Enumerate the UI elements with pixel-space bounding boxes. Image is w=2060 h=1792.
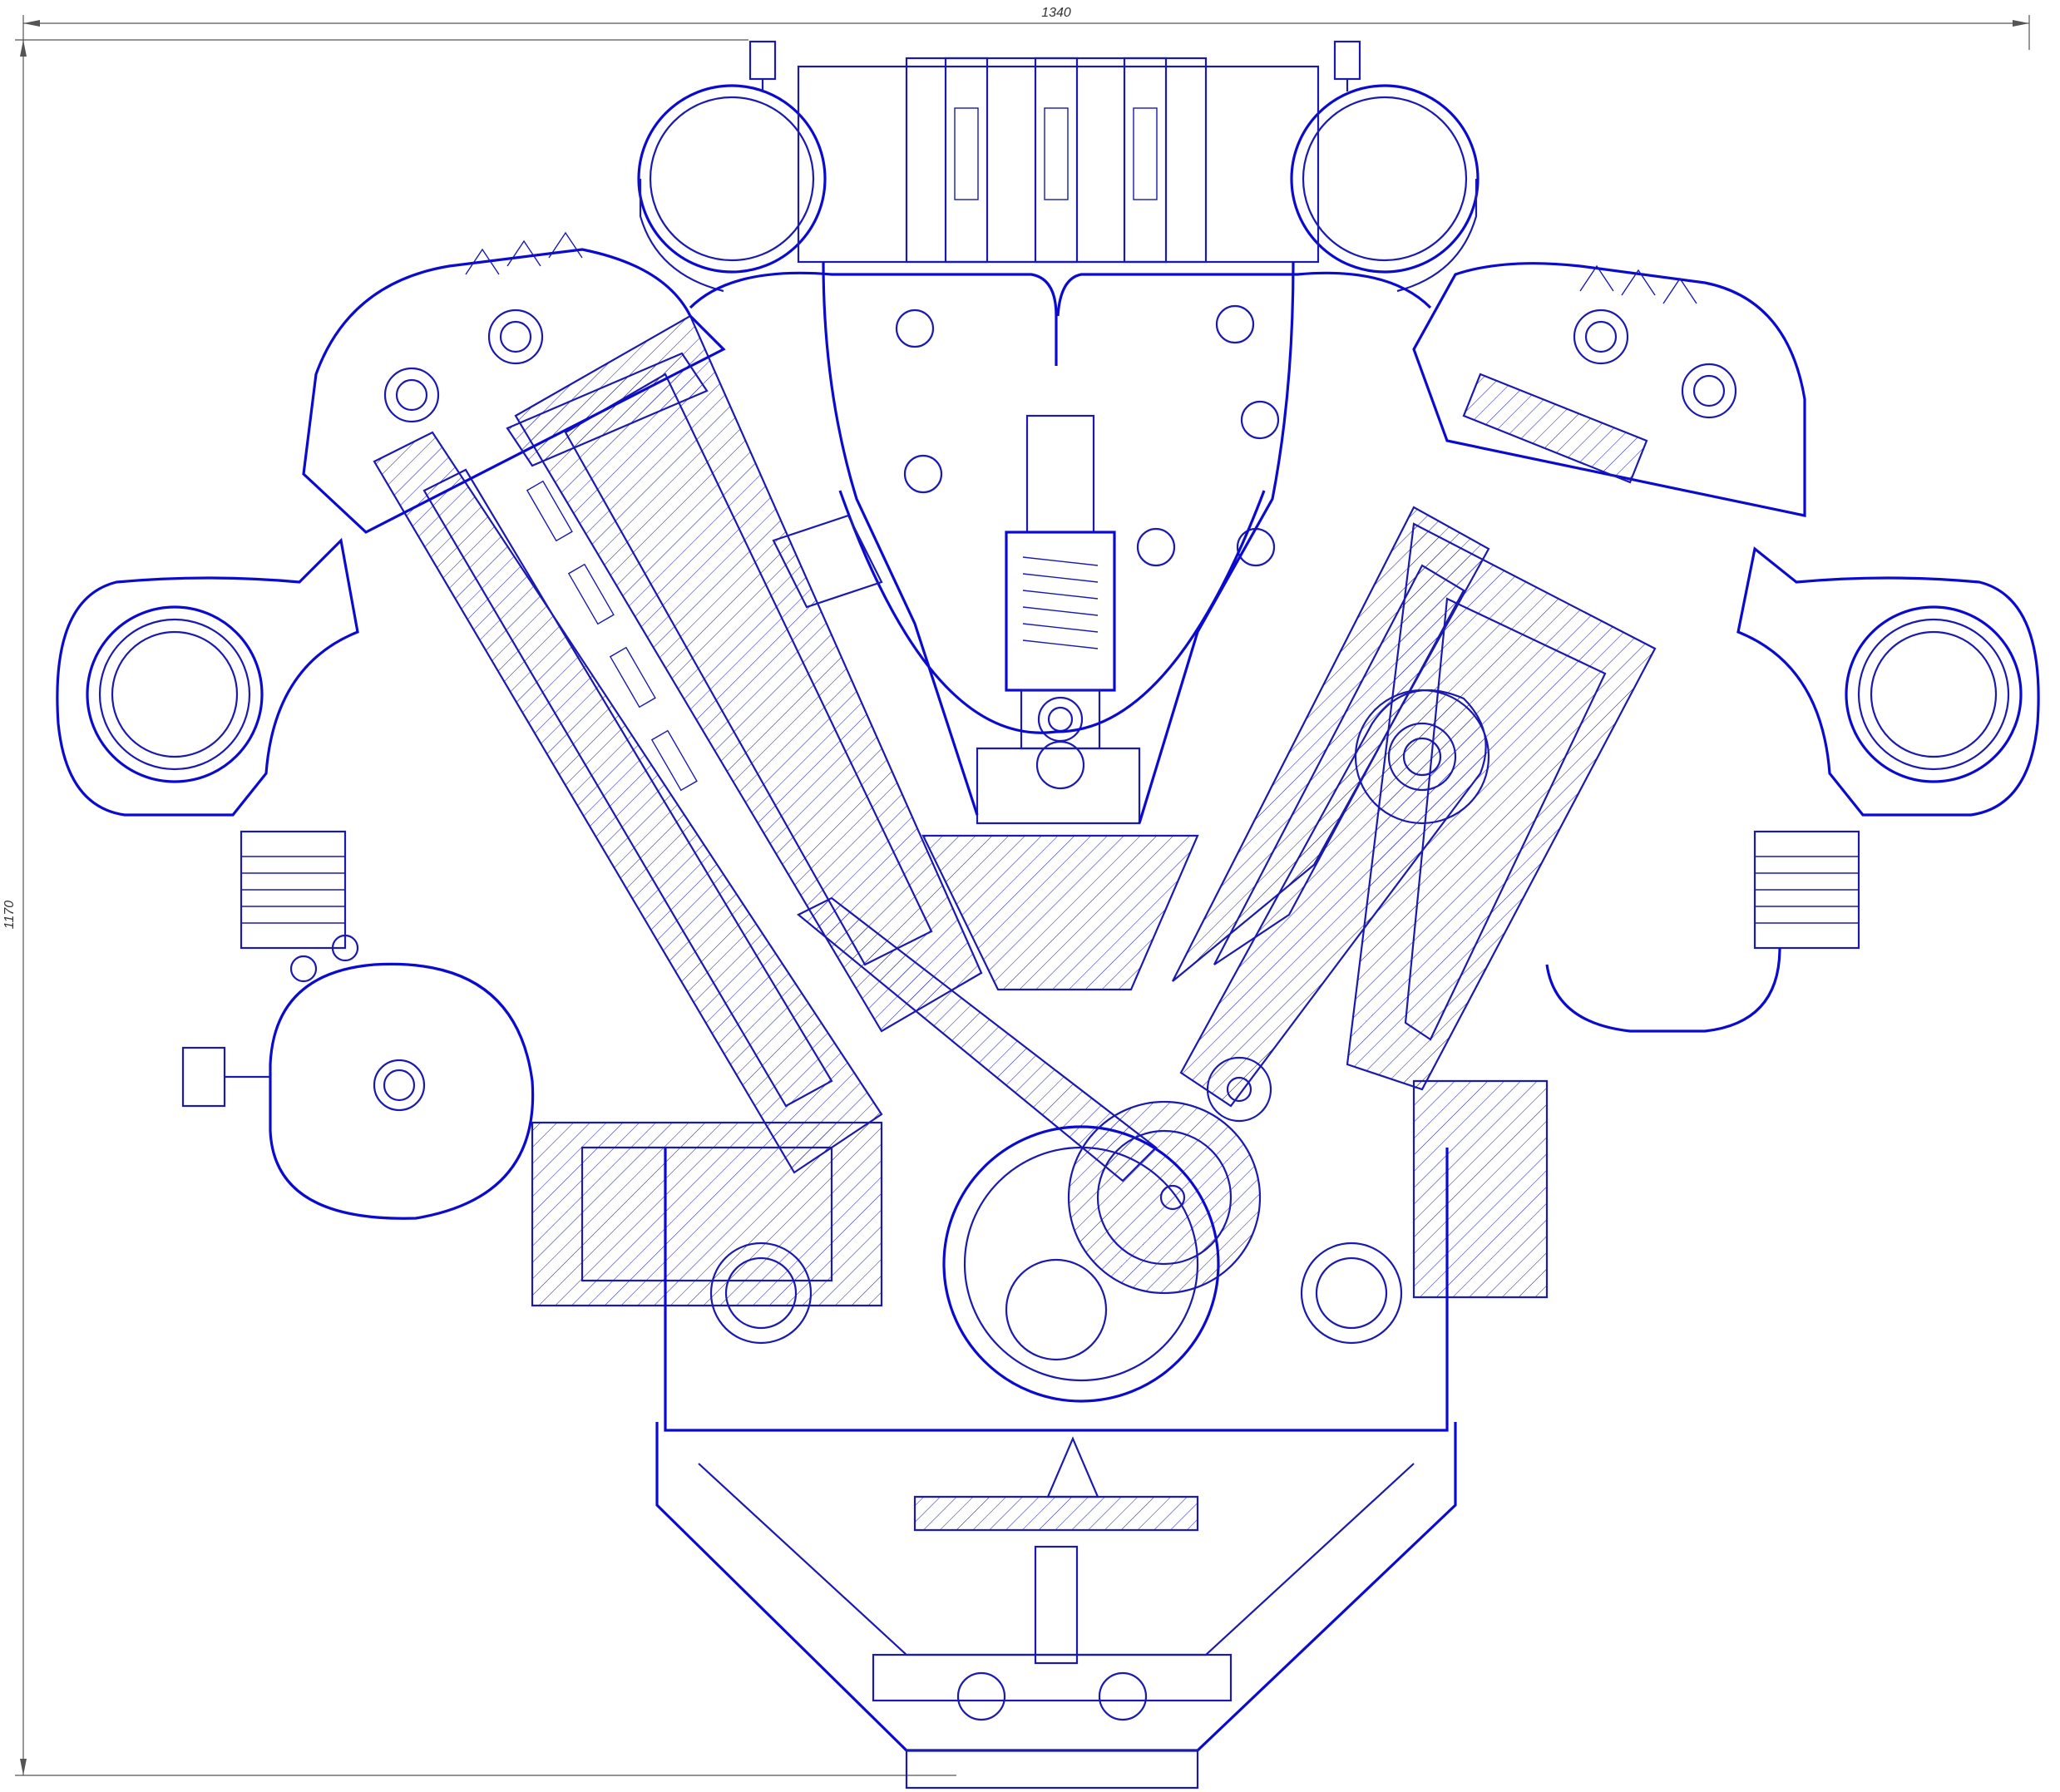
block-wedge [921, 834, 1199, 991]
right-exhaust-manifold [1545, 546, 2040, 1033]
intake-manifold-left [637, 40, 827, 293]
intake-manifold-right [1290, 40, 1480, 293]
fuel-line [689, 271, 1432, 366]
right-connecting-rod [1179, 689, 1487, 1108]
engine-block-outline [822, 261, 1295, 824]
width-dimension: 1340 [22, 6, 2030, 50]
oil-pan [655, 1422, 1457, 1790]
height-dimension: 1170 [2, 39, 956, 1776]
width-dimension-label: 1340 [1041, 6, 1071, 20]
center-bolts [895, 304, 1280, 567]
crankcase [531, 1079, 1549, 1432]
fuel-pump-block [797, 57, 1320, 264]
left-turbocharger [181, 934, 535, 1220]
left-cylinder-bank [373, 314, 983, 1174]
crankshaft [942, 1056, 1272, 1403]
left-cylinder-head [302, 231, 726, 534]
right-cylinder-bank [1172, 506, 1657, 1091]
right-cylinder-head [1412, 262, 1806, 517]
central-injector [976, 414, 1141, 825]
left-exhaust-manifold [56, 537, 359, 950]
height-dimension-label: 1170 [2, 901, 17, 930]
